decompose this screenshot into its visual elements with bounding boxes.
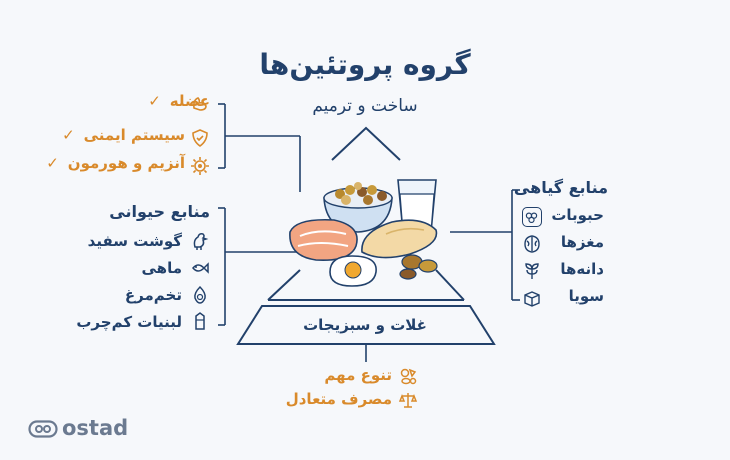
chicken-icon: [193, 233, 209, 250]
plant-sources-header: منابع گیاهی: [513, 178, 608, 197]
check-icon: ✓: [62, 126, 75, 144]
plant-item-legumes: حبوبات: [551, 206, 604, 224]
beans-icon: [522, 207, 542, 227]
egg-icon: [194, 285, 206, 304]
tip-balanced-consumption: مصرف متعادل: [285, 390, 392, 408]
muscle-icon: [193, 97, 207, 111]
benefit-label: عضله: [169, 92, 210, 110]
animal-sources-header: منابع حیوانی: [109, 202, 210, 221]
benefit-muscle: عضله ✓: [90, 92, 210, 116]
tofu-icon: [522, 288, 542, 308]
seeds-icon: [522, 261, 542, 281]
scale-icon: [398, 393, 418, 408]
benefit-enzyme-hormone: آنزیم و هورمون ✓: [46, 154, 185, 178]
tip-variety: تنوع مهم: [324, 366, 392, 384]
check-icon: ✓: [46, 154, 59, 172]
pyramid-outline: [236, 126, 496, 345]
plant-item-soy: سویا: [568, 287, 604, 305]
check-icon: ✓: [148, 92, 161, 110]
milk-carton-icon: [195, 312, 205, 330]
ostad-logo-icon: [28, 420, 58, 438]
animal-item-egg: تخم‌مرغ: [124, 286, 182, 304]
food-illustration: [289, 179, 438, 287]
animal-item-white-meat: گوشت سفید: [87, 232, 182, 250]
fish-icon: [192, 262, 209, 274]
plant-item-seeds: دانه‌ها: [560, 260, 604, 278]
benefits-connector: [218, 103, 301, 192]
animal-item-fish: ماهی: [141, 259, 183, 277]
pyramid-base-label: غلات و سبزیجات: [303, 316, 427, 334]
page-subtitle: ساخت و ترمیم: [312, 96, 418, 116]
animal-connector: [218, 207, 300, 326]
benefit-label: آنزیم و هورمون: [67, 154, 185, 172]
walnut-icon: [522, 234, 542, 254]
plant-item-nuts: مغزها: [560, 233, 604, 251]
ostad-logo-text: ostad: [62, 416, 129, 440]
shield-icon: [192, 129, 208, 147]
benefit-label: سیستم ایمنی: [83, 126, 185, 144]
gear-icon: [191, 157, 209, 175]
plant-connector: [450, 189, 520, 301]
page-title: گروه پروتئین‌ها: [259, 48, 471, 81]
animal-item-low-fat-dairy: لبنیات کم‌چرب: [76, 313, 182, 331]
benefit-immune-system: سیستم ایمنی ✓: [60, 126, 185, 150]
variety-icon: [400, 368, 417, 385]
